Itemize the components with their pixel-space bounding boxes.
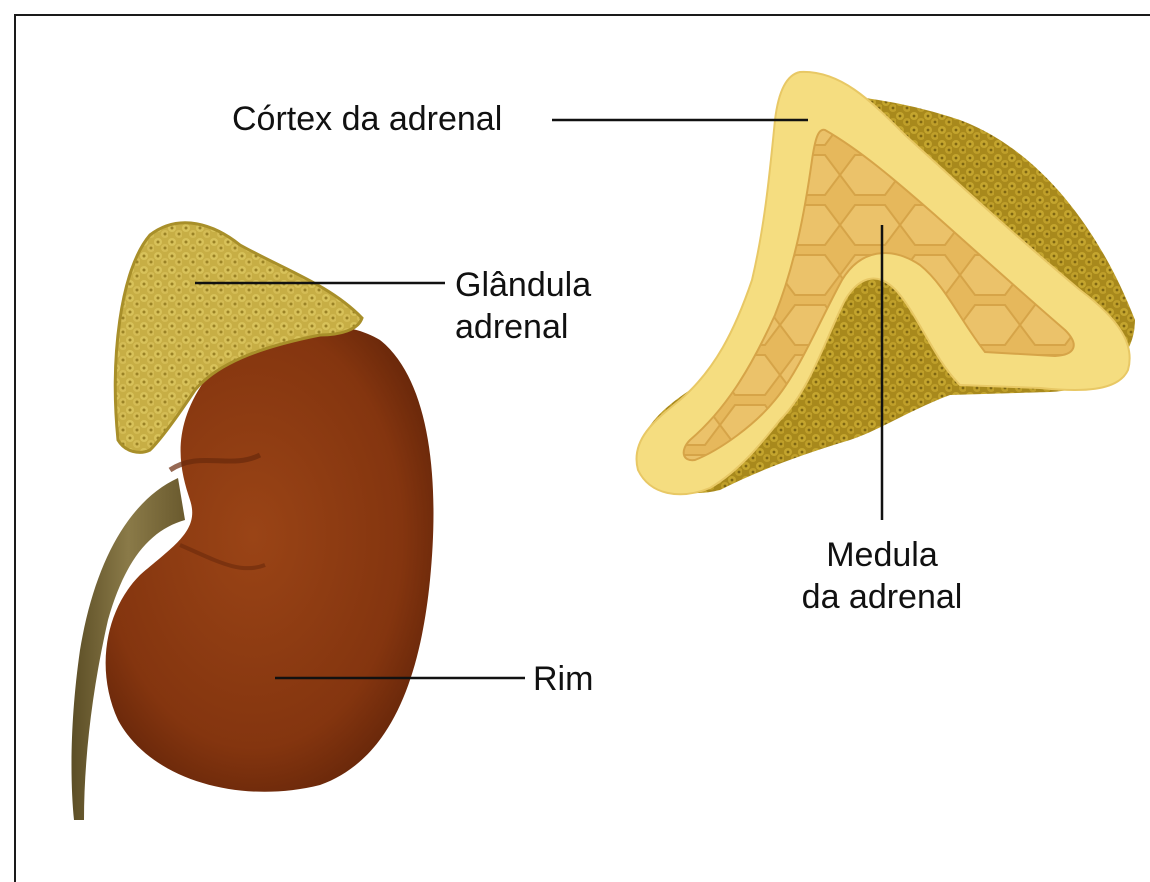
- gland-label: Glândula adrenal: [455, 264, 591, 348]
- gland-label-line2: adrenal: [455, 306, 591, 348]
- medulla-label: Medula da adrenal: [770, 534, 994, 618]
- gland-label-line1: Glândula: [455, 264, 591, 306]
- medulla-label-line1: Medula: [770, 534, 994, 576]
- cortex-label: Córtex da adrenal: [232, 98, 502, 140]
- kidney-label: Rim: [533, 658, 593, 700]
- medulla-label-line2: da adrenal: [770, 576, 994, 618]
